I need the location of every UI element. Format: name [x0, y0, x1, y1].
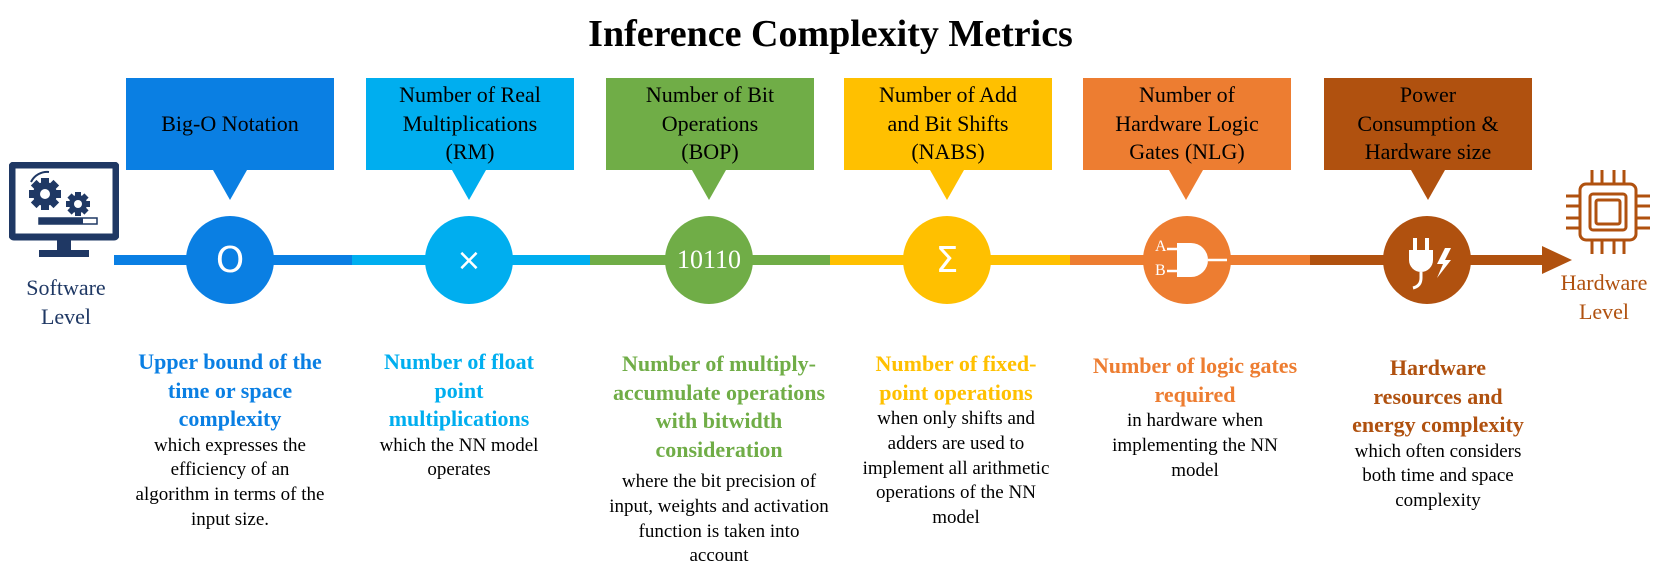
description-line: where the bit precision of [621, 471, 817, 493]
highlight-line: point operations [879, 379, 1033, 405]
binary-icon: 10110 [676, 245, 742, 274]
description-line: operations of the NN [876, 482, 1036, 504]
description-line: operates [427, 459, 491, 481]
metric-box-line: Consumption & [1357, 110, 1499, 136]
metric-description-big-o: Upper bound of the time or space complex… [110, 348, 350, 533]
description-line: implement all arithmetic [862, 457, 1050, 479]
highlight-line: consideration [655, 436, 783, 462]
description-line: model [1171, 459, 1219, 481]
metric-box-line: (BOP) [681, 139, 739, 165]
description-line: which often considers [1354, 440, 1522, 462]
metric-box-big-o: Big-O Notation [126, 78, 334, 170]
metric-box-line: Hardware Logic [1115, 110, 1259, 136]
metric-box-line: Hardware size [1364, 139, 1492, 165]
description-line: model [932, 506, 980, 528]
description-line: adders are used to [887, 432, 1025, 454]
metric-box-line: Power [1399, 82, 1457, 108]
hardware-level-label: Hardware Level [1548, 269, 1660, 326]
software-monitor-icon [9, 162, 119, 262]
description-line: in hardware when [1126, 410, 1264, 432]
software-label-line: Level [40, 303, 92, 329]
metric-description-rm: Number of float point multiplications wh… [339, 348, 579, 483]
metric-node-bop: 10110 [665, 216, 753, 304]
description-line: complexity [1395, 490, 1481, 512]
description-line: input, weights and activation [609, 496, 829, 518]
highlight-line: with bitwidth [655, 408, 783, 434]
multiply-icon: × [456, 242, 482, 278]
metric-node-rm: × [425, 216, 513, 304]
metric-box-bop: Number of Bit Operations (BOP) [606, 78, 814, 170]
metric-description-nlg: Number of logic gates required in hardwa… [1065, 352, 1325, 483]
metric-box-nabs: Number of Add and Bit Shifts (NABS) [844, 78, 1052, 170]
highlight-line: Upper bound of the [138, 349, 322, 374]
metric-node-big-o: O [186, 216, 274, 304]
highlight-line: point [434, 377, 484, 403]
sigma-icon: Σ [935, 239, 959, 281]
metric-box-line: (NABS) [911, 139, 985, 165]
gate-input-label: B [1155, 262, 1166, 279]
description-line: when only shifts and [877, 408, 1035, 430]
hardware-label-line: Level [1578, 298, 1630, 324]
description-line: efficiency of an [170, 459, 290, 481]
metric-description-power: Hardware resources and energy complexity… [1318, 354, 1558, 514]
page-title: Inference Complexity Metrics [588, 13, 1073, 55]
and-gate-icon: A B [1143, 216, 1231, 304]
highlight-line: energy complexity [1352, 412, 1524, 438]
metric-box-line: Gates (NLG) [1129, 139, 1245, 165]
description-line: which expresses the [154, 434, 306, 456]
metric-box-line: Number of Bit [645, 82, 775, 108]
arrow-head-icon [1542, 246, 1572, 274]
hardware-label-line: Hardware [1560, 270, 1648, 295]
metric-box-line: Number of Add [878, 82, 1018, 108]
metric-box-line: Big-O Notation [161, 110, 299, 136]
metric-node-nlg: A B [1143, 216, 1231, 304]
highlight-line: multiplications [388, 406, 530, 432]
description-line: account [689, 545, 749, 567]
metric-box-power: Power Consumption & Hardware size [1324, 78, 1532, 170]
big-o-symbol-icon: O [215, 239, 245, 281]
metric-box-line: (RM) [445, 139, 495, 165]
description-line: which the NN model [379, 434, 539, 456]
metric-box-nlg: Number of Hardware Logic Gates (NLG) [1083, 78, 1291, 170]
description-line: input size. [190, 508, 270, 530]
highlight-line: resources and [1373, 383, 1503, 409]
metric-box-rm: Number of Real Multiplications (RM) [366, 78, 574, 170]
highlight-line: Number of float [384, 349, 534, 374]
highlight-line: Number of fixed- [875, 351, 1037, 376]
metric-box-line: Multiplications [402, 110, 538, 136]
highlight-line: Number of multiply- [622, 351, 816, 376]
highlight-line: Hardware [1389, 355, 1487, 380]
metric-box-pointer [930, 170, 964, 200]
metric-box-line: Operations [661, 110, 759, 136]
metric-box-line: Number of [1139, 82, 1235, 108]
metric-box-pointer [213, 170, 247, 200]
description-line: algorithm in terms of the [135, 484, 325, 506]
metric-box-pointer [692, 170, 726, 200]
highlight-line: required [1154, 381, 1236, 407]
description-line: function is taken into [638, 520, 800, 542]
description-line: both time and space [1362, 465, 1514, 487]
software-label-line: Software [26, 275, 106, 300]
metric-node-power [1383, 216, 1471, 304]
power-plug-icon [1409, 238, 1451, 290]
metric-description-bop: Number of multiply- accumulate operation… [589, 350, 849, 569]
metric-box-line: and Bit Shifts [887, 110, 1009, 136]
metric-box-pointer [452, 170, 486, 200]
hardware-chip-icon [1562, 168, 1654, 256]
software-level-label: Software Level [8, 274, 124, 331]
metric-box-pointer [1169, 170, 1203, 200]
description-line: implementing the NN [1112, 434, 1278, 456]
metric-box-line: Number of Real [399, 82, 541, 108]
gate-input-label: A [1155, 238, 1167, 255]
highlight-line: accumulate operations [612, 379, 826, 405]
metric-box-pointer [1411, 170, 1445, 200]
highlight-line: time or space [167, 377, 293, 403]
highlight-line: Number of logic gates [1092, 353, 1298, 378]
metric-node-nabs: Σ [903, 216, 991, 304]
metric-description-nabs: Number of fixed- point operations when o… [826, 350, 1086, 531]
highlight-line: complexity [178, 406, 282, 432]
